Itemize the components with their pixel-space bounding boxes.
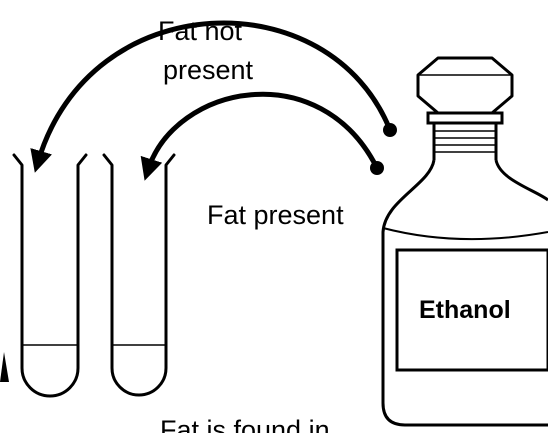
- bottle-liquid-surface: [382, 227, 548, 241]
- test-tube-right-outline: [102, 153, 176, 397]
- arrow-fat-present-start-dot: [370, 161, 384, 175]
- label-fat-not-present-line1: Fat not: [158, 16, 243, 46]
- bottle-label-box: [395, 248, 548, 372]
- bottle-label-text: Ethanol: [419, 296, 511, 324]
- test-tube-left: [12, 153, 88, 398]
- bottle-body-outline: [381, 159, 548, 427]
- bottle-neck: [432, 123, 498, 160]
- bottle-cap: [416, 56, 514, 115]
- partial-arrow-left-edge: [0, 352, 9, 382]
- test-tube-right: [102, 153, 176, 397]
- bottle-collar: [426, 111, 504, 125]
- label-fat-not-present-line2: present: [163, 55, 254, 85]
- ethanol-bottle: Ethanol: [381, 56, 548, 427]
- label-fat-is-found-in: Fat is found in: [160, 415, 330, 433]
- label-fat-present: Fat present: [207, 200, 344, 230]
- bottle-shoulder-right: [494, 159, 548, 202]
- arrow-fat-not-present-start-dot: [383, 123, 397, 137]
- arrow-fat-not-present: [30, 20, 393, 173]
- arrow-fat-present: [140, 91, 380, 181]
- test-tube-left-outline: [12, 153, 88, 398]
